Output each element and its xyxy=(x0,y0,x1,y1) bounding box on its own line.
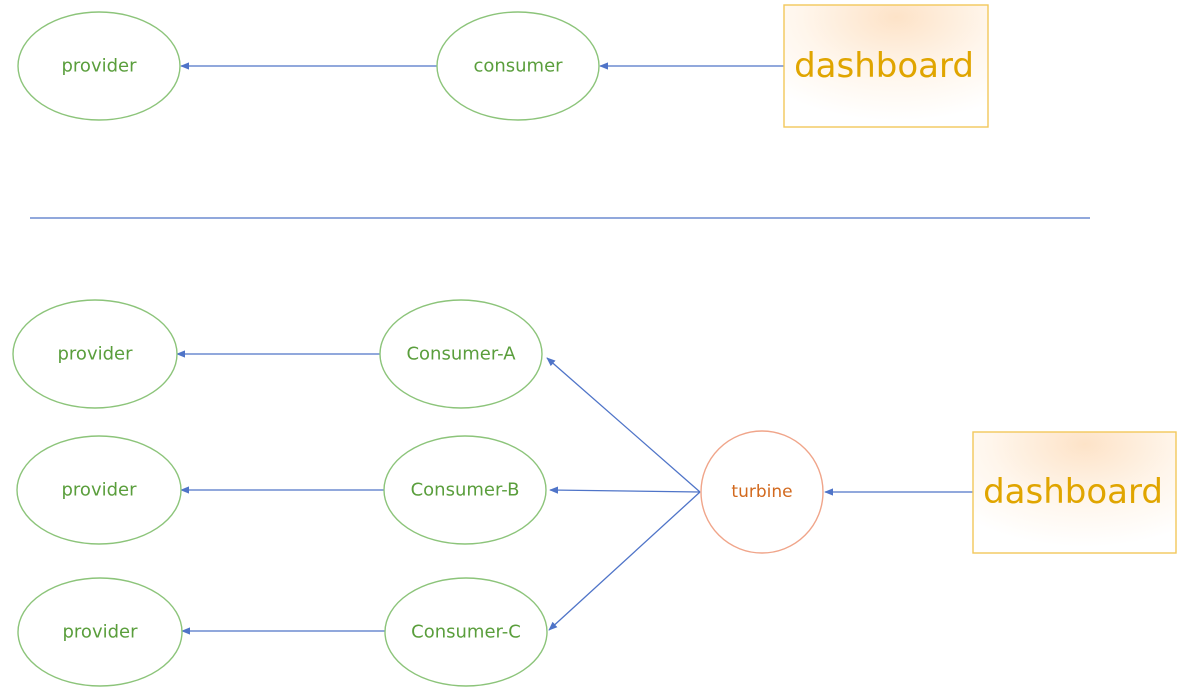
top-dashboard-box xyxy=(783,4,989,128)
top-dashboard-label: dashboard xyxy=(794,46,974,86)
consumer-b-ellipse xyxy=(383,435,547,545)
bottom-provider-1-node: provider xyxy=(12,299,178,409)
bottom-provider-1-ellipse xyxy=(12,299,178,409)
consumer-a-label: Consumer-A xyxy=(406,344,516,365)
bottom-provider-3-label: provider xyxy=(63,622,139,643)
bottom-provider-2-ellipse xyxy=(16,435,182,545)
edge-turbine-to-consumer-b xyxy=(549,486,701,494)
bottom-dashboard-label: dashboard xyxy=(983,472,1163,512)
consumer-c-ellipse xyxy=(384,577,548,687)
turbine-circle xyxy=(700,430,824,554)
turbine-label: turbine xyxy=(731,482,792,502)
top-consumer-node: consumer xyxy=(436,11,600,121)
edge-turbine-to-consumer-a xyxy=(546,357,701,493)
top-provider-node: provider xyxy=(17,11,181,121)
top-section: provider consumer dashboard xyxy=(17,4,989,128)
bottom-dashboard-box xyxy=(972,431,1177,554)
consumer-a-node: Consumer-A xyxy=(379,299,543,409)
consumer-b-label: Consumer-B xyxy=(411,480,520,501)
edge-turbine-to-consumer-c xyxy=(548,491,701,631)
consumer-c-label: Consumer-C xyxy=(411,622,521,643)
bottom-section: provider provider provider Consumer-A Co… xyxy=(12,299,1177,687)
bottom-provider-1-label: provider xyxy=(58,344,134,365)
bottom-provider-3-node: provider xyxy=(17,577,183,687)
bottom-provider-2-node: provider xyxy=(16,435,182,545)
top-consumer-ellipse xyxy=(436,11,600,121)
top-provider-label: provider xyxy=(62,56,138,77)
bottom-dashboard-node: dashboard xyxy=(972,431,1177,554)
turbine-node: turbine xyxy=(700,430,824,554)
bottom-provider-3-ellipse xyxy=(17,577,183,687)
consumer-c-node: Consumer-C xyxy=(384,577,548,687)
top-provider-ellipse xyxy=(17,11,181,121)
consumer-b-node: Consumer-B xyxy=(383,435,547,545)
top-dashboard-node: dashboard xyxy=(783,4,989,128)
bottom-provider-2-label: provider xyxy=(62,480,138,501)
consumer-a-ellipse xyxy=(379,299,543,409)
top-consumer-label: consumer xyxy=(473,56,563,77)
